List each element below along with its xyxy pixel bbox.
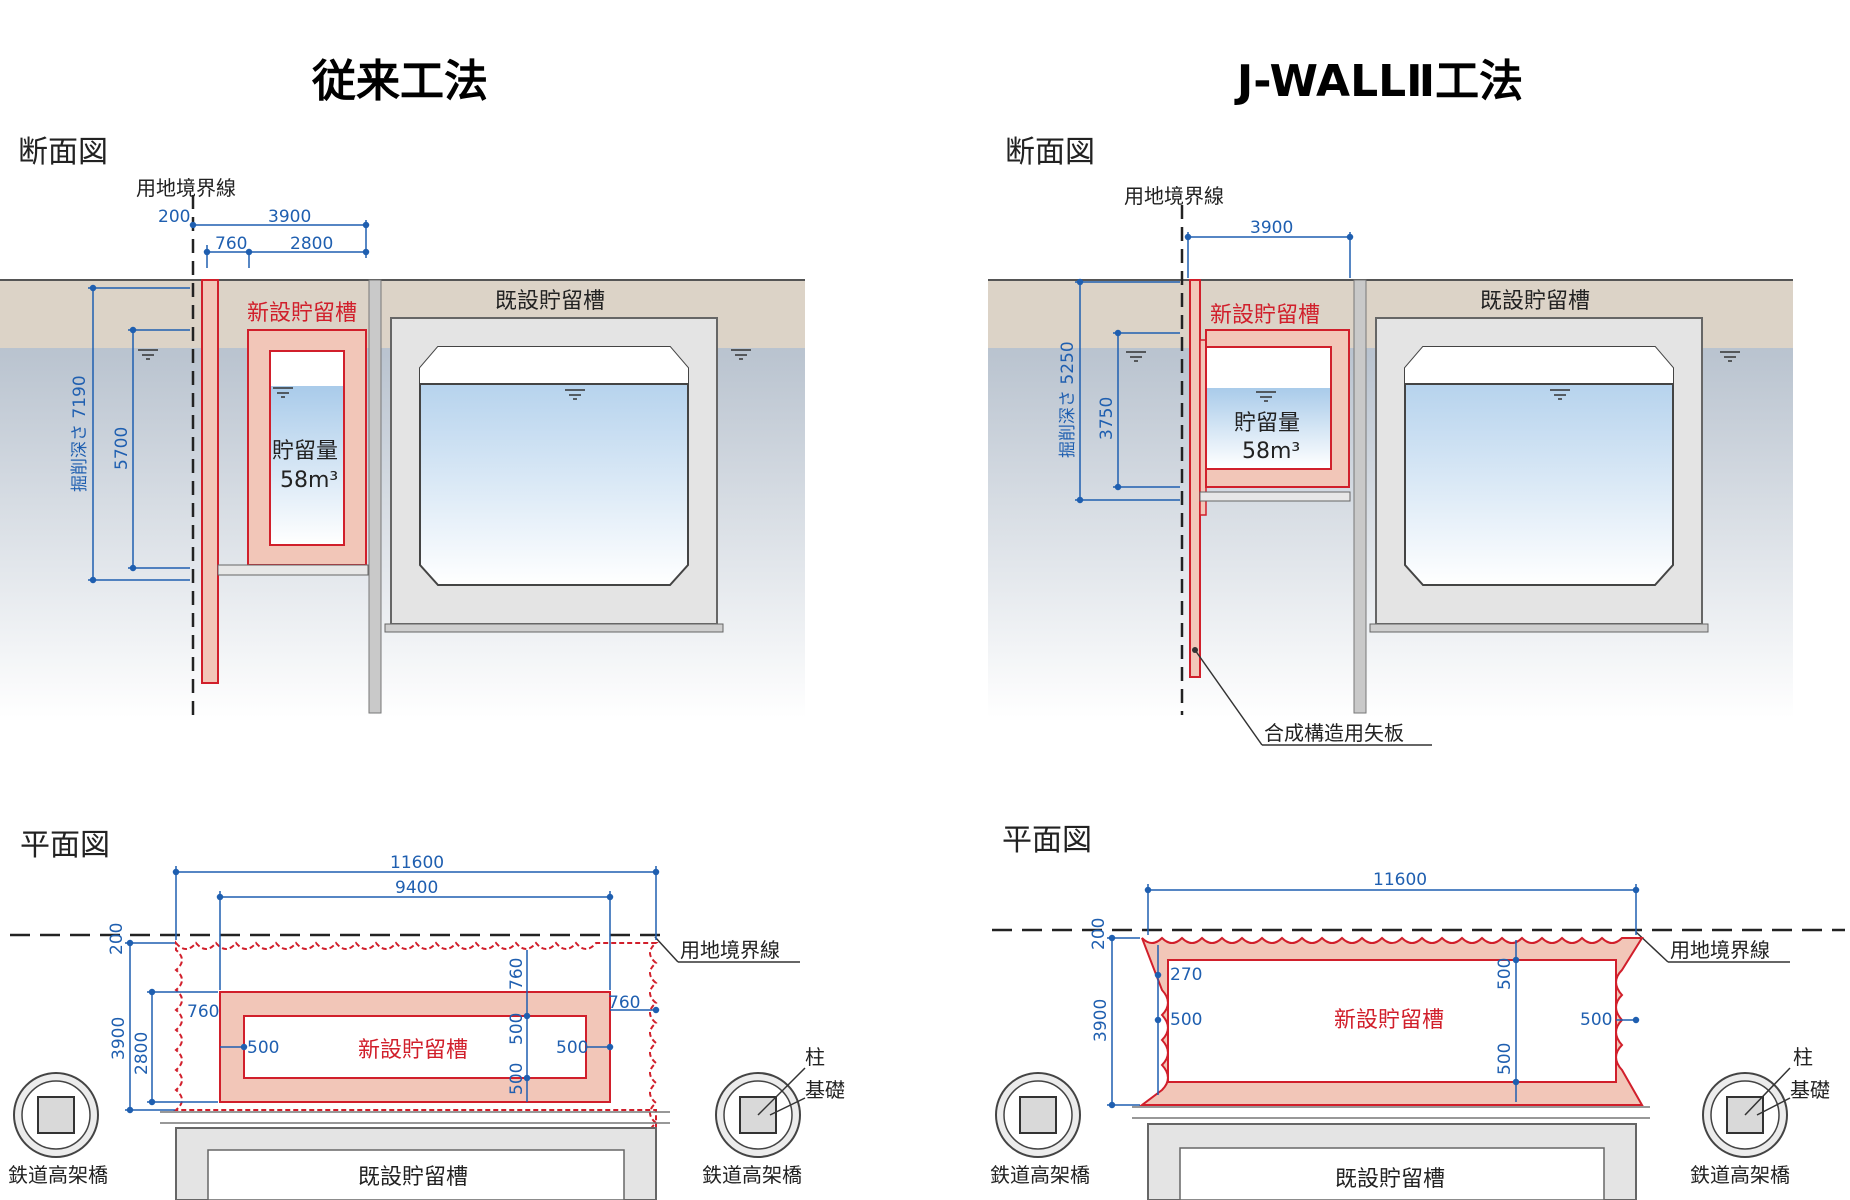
left-viaduct-left <box>13 1072 99 1158</box>
right-base-slab <box>1199 491 1351 502</box>
left-retaining-wall <box>201 279 219 684</box>
right-sheet-pile-leader-dot <box>1192 647 1198 653</box>
right-plan-new-tank-label: 新設貯留槽 <box>1334 1008 1444 1033</box>
right-dim-depth: 掘削深さ 5250 <box>1058 341 1078 458</box>
left-plan-dim-760b: 760 <box>507 958 527 990</box>
right-water-level-marks <box>1126 351 1740 402</box>
left-dim-760: 760 <box>215 234 247 254</box>
right-new-tank-water <box>1207 388 1330 468</box>
left-new-tank-label: 新設貯留槽 <box>247 301 357 326</box>
left-base-slab <box>217 564 369 576</box>
right-section-label: 断面図 <box>1005 135 1095 170</box>
left-plan-dim-500d: 500 <box>556 1038 588 1058</box>
right-viaduct-right <box>1702 1067 1791 1158</box>
right-viaduct-right-label: 鉄道高架橋 <box>1690 1163 1790 1187</box>
right-sheet-pile-leader <box>1194 649 1263 746</box>
right-dim-3750: 3750 <box>1097 397 1117 440</box>
left-dim-depth: 掘削深さ 7190 <box>70 375 90 492</box>
left-plan-dim-200: 200 <box>107 923 127 955</box>
left-plan-dim-11600: 11600 <box>390 853 444 873</box>
right-plan-dim-270: 270 <box>1170 965 1202 985</box>
right-capacity-title: 貯留量 <box>1234 411 1300 436</box>
right-section: 断面図 用地境界線 新設貯留槽 貯留量 58m³ 既設貯留槽 <box>988 135 1793 746</box>
left-existing-tank-label: 既設貯留槽 <box>495 289 605 314</box>
right-viaduct-left <box>995 1072 1081 1158</box>
left-foundation-label: 基礎 <box>805 1078 845 1102</box>
left-section-label: 断面図 <box>18 135 108 170</box>
right-heading: J-WALLⅡ工法 <box>1236 56 1524 107</box>
right-plan: 平面図 用地境界線 新設貯留槽 11600 200 3900 270 500 5… <box>990 823 1845 1200</box>
left-plan-dim-3900: 3900 <box>109 1017 129 1060</box>
right-foundation-label: 基礎 <box>1790 1078 1830 1102</box>
right-capacity-value: 58m³ <box>1242 439 1300 464</box>
left-plan-new-tank-interior <box>243 1015 587 1079</box>
left-dim-2800: 2800 <box>290 234 333 254</box>
left-viaduct-right <box>715 1067 806 1158</box>
right-plan-dim-500d: 500 <box>1580 1010 1612 1030</box>
left-dim-3900: 3900 <box>268 207 311 227</box>
right-plan-dim-200: 200 <box>1089 918 1109 950</box>
left-dim-200: 200 <box>158 207 190 227</box>
left-plan-new-tank-label: 新設貯留槽 <box>358 1038 468 1063</box>
left-dim-5700: 5700 <box>112 427 132 470</box>
right-plan-boundary-leader <box>1635 931 1669 963</box>
left-existing-pile <box>368 279 382 714</box>
left-plan-dim-500c: 500 <box>507 1063 527 1095</box>
right-plan-existing-tank-label: 既設貯留槽 <box>1335 1167 1445 1192</box>
right-plan-new-tank-interior <box>1167 959 1617 1083</box>
right-dim-3900: 3900 <box>1250 218 1293 238</box>
left-viaduct-right-label: 鉄道高架橋 <box>702 1163 802 1187</box>
right-plan-h-piles <box>1132 1106 1650 1119</box>
left-boundary-label: 用地境界線 <box>136 176 236 200</box>
right-plan-dim-11600: 11600 <box>1373 870 1427 890</box>
left-plan-existing-tank-label: 既設貯留槽 <box>358 1165 468 1190</box>
left-section: 断面図 用地境界線 新設貯留槽 貯留量 58m³ 既設貯留槽 <box>0 135 805 718</box>
left-plan-dim-500b: 500 <box>507 1013 527 1045</box>
left-plan-dim-760c: 760 <box>608 993 640 1013</box>
right-plan-label: 平面図 <box>1002 823 1092 858</box>
right-plan-dim-3900: 3900 <box>1091 999 1111 1042</box>
right-plan-dim-500b: 500 <box>1495 958 1515 990</box>
right-plan-boundary-label: 用地境界線 <box>1670 938 1770 962</box>
left-plan-label: 平面図 <box>20 828 110 863</box>
right-sheet-pile-label: 合成構造用矢板 <box>1264 721 1404 745</box>
right-existing-tank-label: 既設貯留槽 <box>1480 289 1590 314</box>
left-plan-existing-tank-interior <box>207 1149 625 1200</box>
left-capacity-value: 58m³ <box>280 468 338 493</box>
right-existing-tank-airgap <box>1405 347 1673 384</box>
left-capacity-title: 貯留量 <box>272 439 338 464</box>
right-plan-dim-500c: 500 <box>1495 1043 1515 1075</box>
right-existing-pile <box>1353 279 1367 714</box>
left-heading: 従来工法 <box>312 56 488 107</box>
left-plan-boundary-label: 用地境界線 <box>680 938 780 962</box>
left-plan-dim-760a: 760 <box>187 1002 219 1022</box>
right-boundary-label: 用地境界線 <box>1124 184 1224 208</box>
left-plan-h-piles <box>160 1111 670 1124</box>
left-water-level-marks <box>138 349 751 400</box>
left-existing-base <box>384 623 724 633</box>
left-plan-dim-500a: 500 <box>247 1038 279 1058</box>
left-plan-dim-2800: 2800 <box>132 1032 152 1075</box>
left-plan-dimensions <box>125 866 660 1114</box>
left-section-dimensions <box>88 220 370 584</box>
right-pillar-label: 柱 <box>1793 1045 1813 1069</box>
right-viaduct-left-label: 鉄道高架橋 <box>990 1163 1090 1187</box>
left-new-tank-water <box>271 386 343 544</box>
left-plan-boundary-leader <box>654 936 679 963</box>
left-viaduct-left-label: 鉄道高架橋 <box>8 1163 108 1187</box>
right-plan-existing-tank-interior <box>1179 1147 1605 1200</box>
right-existing-base <box>1369 623 1709 633</box>
left-existing-tank-airgap <box>420 347 688 384</box>
right-sheet-pile <box>1189 279 1201 678</box>
left-pillar-label: 柱 <box>805 1045 825 1069</box>
left-plan: 平面図 用地境界線 新設貯留槽 116 <box>8 828 845 1200</box>
right-new-tank-label: 新設貯留槽 <box>1210 303 1320 328</box>
left-plan-dim-9400: 9400 <box>395 878 438 898</box>
right-plan-dim-500a: 500 <box>1170 1010 1202 1030</box>
right-section-dimensions <box>1075 232 1354 504</box>
right-plan-dimensions <box>1107 884 1640 1109</box>
